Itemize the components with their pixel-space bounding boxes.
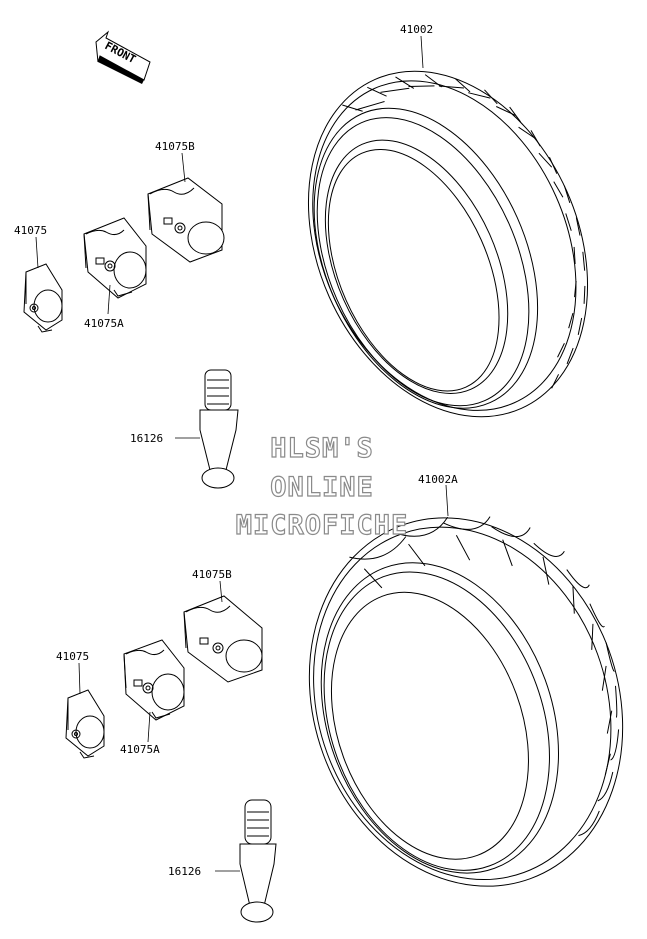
watermark-line3: MICROFICHE — [236, 510, 409, 541]
label-weight-b-bottom: 41075B — [192, 568, 232, 581]
watermark: HLSM'S ONLINE MICROFICHE — [235, 432, 409, 541]
rear-tread-pattern — [342, 74, 586, 389]
front-arrow-icon: FRONT — [95, 30, 151, 84]
air-valve-bottom[interactable] — [239, 799, 277, 923]
wheel-weight-a-bottom[interactable] — [123, 639, 185, 721]
wheel-weight-b-bottom[interactable] — [183, 595, 263, 683]
wheel-weight-a-top[interactable] — [83, 217, 147, 299]
air-valve-top[interactable] — [199, 369, 239, 489]
front-tire[interactable] — [259, 472, 647, 931]
label-valve-bottom: 16126 — [168, 865, 201, 878]
leader-lines — [35, 35, 449, 872]
label-weight-a-top: 41075A — [84, 317, 124, 330]
front-tread-pattern — [349, 516, 620, 837]
label-weight-b-top: 41075B — [155, 140, 195, 153]
rear-tire[interactable] — [256, 27, 640, 462]
label-valve-top: 16126 — [130, 432, 163, 445]
wheel-weight-b-top[interactable] — [147, 177, 225, 263]
wheel-weight-top[interactable] — [23, 263, 63, 333]
label-tire-front: 41002A — [418, 473, 458, 486]
label-weight-top: 41075 — [14, 224, 47, 237]
wheel-weight-bottom[interactable] — [65, 689, 105, 759]
label-weight-bottom: 41075 — [56, 650, 89, 663]
label-tire-rear: 41002 — [400, 23, 433, 36]
watermark-line2: ONLINE — [270, 472, 374, 503]
label-weight-a-bottom: 41075A — [120, 743, 160, 756]
watermark-line1: HLSM'S — [270, 433, 374, 464]
